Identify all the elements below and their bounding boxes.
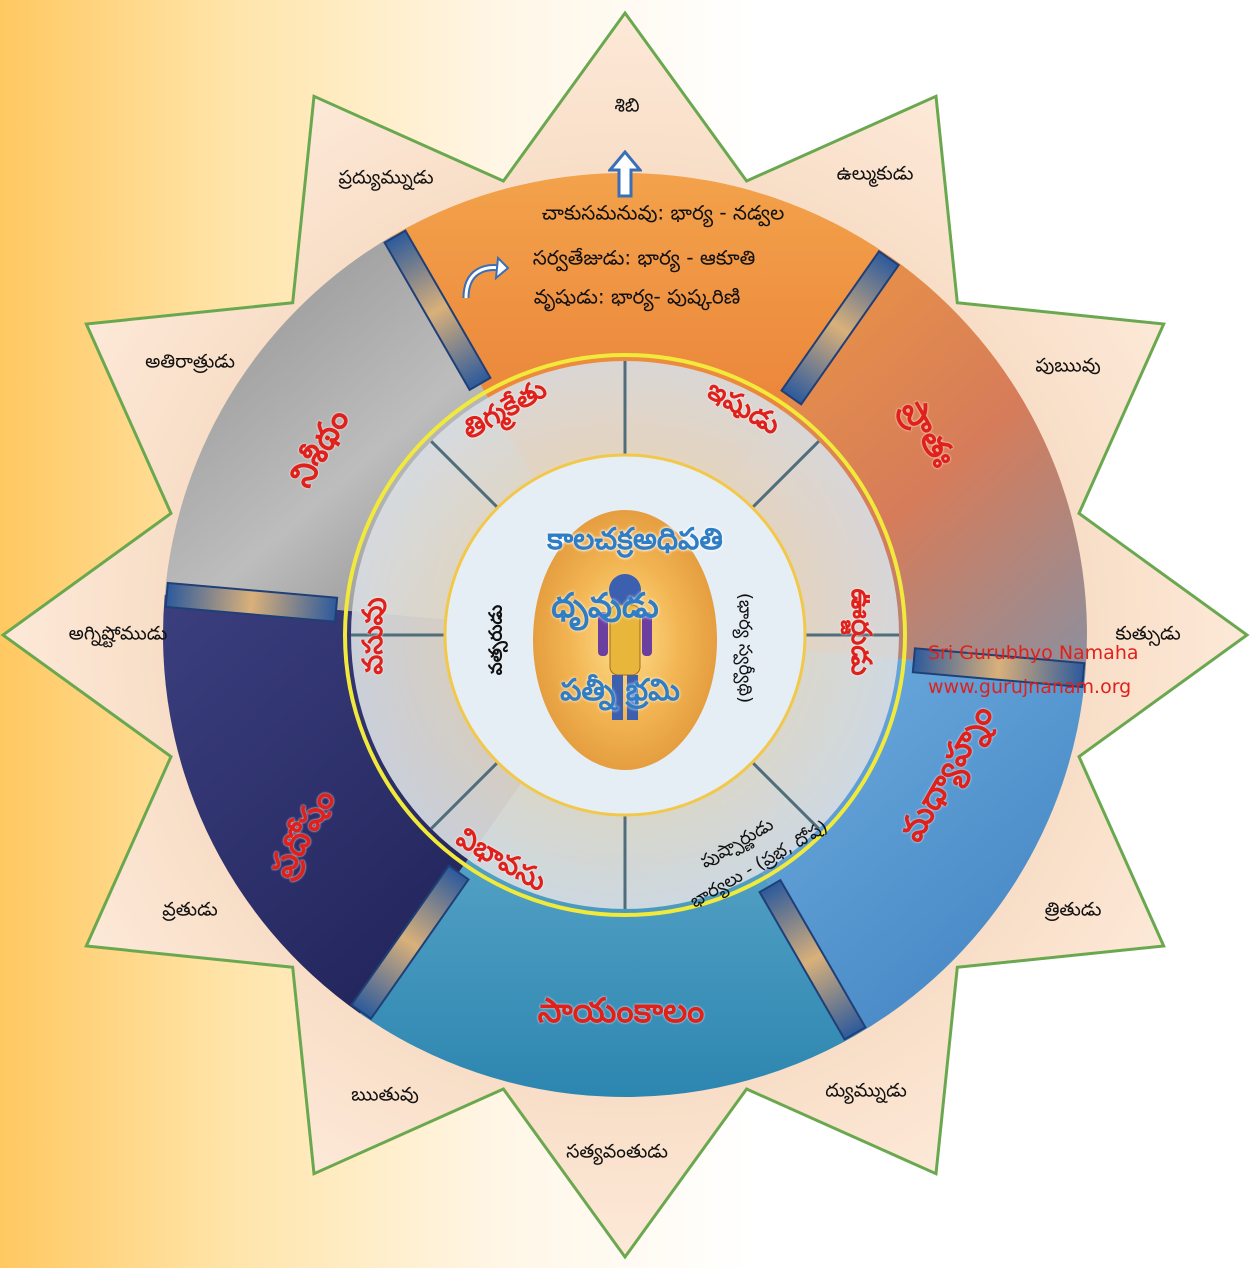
star-point-upper-right: ఉల్ముకుడు bbox=[837, 163, 914, 190]
star-point-left-lower: వ్రతుడు bbox=[162, 899, 218, 926]
season-bottom: సాయంకాలం bbox=[538, 991, 705, 1039]
up-arrow-icon bbox=[608, 150, 642, 198]
star-point-left-upper: అతిరాత్రుడు bbox=[145, 351, 235, 378]
center-left-note: వత్సరుడు bbox=[486, 605, 511, 675]
curved-arrow-icon bbox=[458, 256, 510, 304]
center-name: ధృవుడు bbox=[551, 586, 659, 634]
star-point-top: శిబి bbox=[614, 95, 639, 122]
star-point-left: అగ్నిష్టోముడు bbox=[69, 623, 168, 650]
star-point-lower-left: ఋతువు bbox=[351, 1084, 419, 1111]
month-left: వసువు bbox=[356, 597, 396, 674]
center-right-note: (భార్య స్వర్వీథి) bbox=[731, 593, 756, 703]
brand-line-2: www.gurujnanam.org bbox=[928, 676, 1131, 698]
star-point-lower-right: ద్యుమ్నుడు bbox=[825, 1080, 907, 1107]
manu-line-3: వృషుడు: భార్య- పుష్కరిణి bbox=[534, 285, 741, 314]
center-title: కాలచక్రఅధిపతి bbox=[547, 522, 723, 564]
star-point-upper-left: ప్రద్యుమ్నుడు bbox=[338, 167, 433, 194]
manu-line-1: చాకుసమనువు: భార్య - నడ్వల bbox=[542, 201, 785, 230]
brand-line-1: Sri Gurubhyo Namaha bbox=[928, 642, 1139, 664]
month-right: ఊర్జుడు bbox=[838, 588, 878, 675]
star-point-right-lower: త్రితుడు bbox=[1045, 899, 1102, 926]
center-wife: పత్నీ భ్రమి bbox=[560, 673, 680, 715]
star-point-bottom: సత్యవంతుడు bbox=[566, 1141, 668, 1168]
manu-line-2: సర్వతేజుడు: భార్య - ఆకూతి bbox=[533, 246, 756, 275]
star-point-right-upper: పుఋవు bbox=[1035, 355, 1100, 382]
